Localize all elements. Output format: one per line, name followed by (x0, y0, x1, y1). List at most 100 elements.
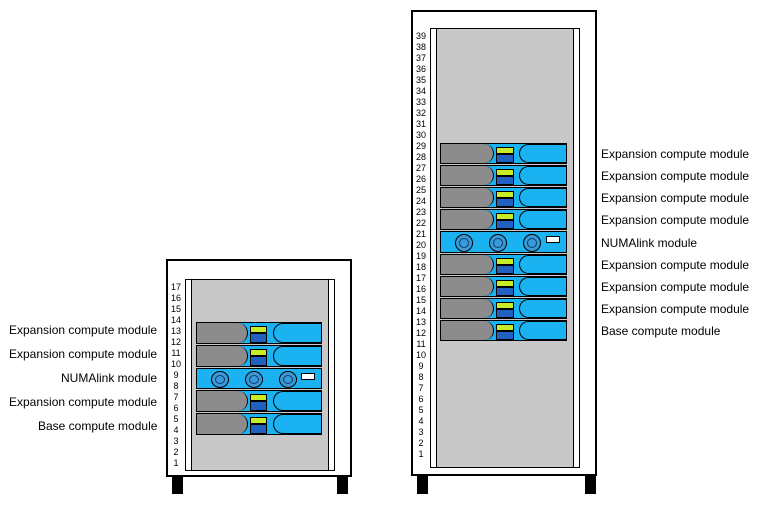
small-rack-unit-number: 12 (170, 337, 181, 347)
status-badge (496, 331, 514, 340)
status-badge (496, 287, 514, 296)
small-rack-unit-number: 1 (173, 458, 179, 468)
small-rack-unit-number: 4 (173, 425, 179, 435)
small-rack-left-foot (172, 477, 183, 494)
small-rack-unit-number: 16 (170, 293, 181, 303)
port-icon (546, 236, 560, 243)
small-rack-unit-number: 6 (173, 403, 179, 413)
small-expansion-module-1 (196, 322, 322, 344)
status-badge (496, 220, 514, 229)
lcd-display (496, 191, 514, 198)
status-badge (496, 154, 514, 163)
status-badge (250, 333, 267, 343)
tall-label-7: Expansion compute module (601, 280, 750, 294)
tall-rack-unit-number: 20 (415, 240, 426, 250)
tall-rack-unit-number: 28 (415, 152, 426, 162)
lcd-display (250, 417, 267, 424)
tall-rack-unit-number: 8 (418, 372, 424, 382)
tall-label-1: Expansion compute module (601, 147, 750, 161)
tall-expansion-module-3 (440, 187, 567, 208)
tall-expansion-module-7 (440, 298, 567, 319)
tall-expansion-module-2 (440, 165, 567, 186)
tall-rack-left-rail (430, 28, 437, 468)
tall-base-module (440, 320, 567, 341)
tall-rack-unit-number: 21 (415, 229, 426, 239)
small-label-1: Expansion compute module (9, 323, 158, 337)
tall-rack-unit-number: 34 (415, 86, 426, 96)
fan-icon (211, 371, 229, 388)
tall-label-9: Base compute module (601, 324, 721, 338)
tall-label-2: Expansion compute module (601, 169, 750, 183)
small-rack-left-rail (185, 279, 192, 471)
fan-icon (455, 234, 473, 252)
small-expansion-module-2 (196, 345, 322, 367)
tall-rack-unit-number: 17 (415, 273, 426, 283)
tall-rack-unit-number: 16 (415, 284, 426, 294)
small-rack-unit-number: 17 (170, 282, 181, 292)
small-expansion-module-3 (196, 390, 322, 412)
tall-label-6: Expansion compute module (601, 258, 750, 272)
fan-icon (489, 234, 507, 252)
tall-rack-unit-number: 1 (418, 449, 424, 459)
tall-rack-unit-number: 29 (415, 141, 426, 151)
lcd-display (496, 280, 514, 287)
tall-rack-right-rail (573, 28, 580, 468)
tall-rack-unit-number: 37 (415, 53, 426, 63)
small-numalink-module (196, 368, 322, 389)
small-rack-unit-number: 13 (170, 326, 181, 336)
small-label-4: Expansion compute module (9, 395, 158, 409)
small-rack-unit-number: 3 (173, 436, 179, 446)
tall-rack-unit-number: 6 (418, 394, 424, 404)
tall-rack-unit-number: 22 (415, 218, 426, 228)
status-badge (250, 424, 267, 434)
tall-label-4: Expansion compute module (601, 213, 750, 227)
lcd-display (496, 147, 514, 154)
lcd-display (496, 302, 514, 309)
tall-expansion-module-4 (440, 209, 567, 230)
status-badge (250, 401, 267, 411)
tall-rack-unit-number: 39 (415, 31, 426, 41)
lcd-display (250, 394, 267, 401)
tall-rack-unit-number: 25 (415, 185, 426, 195)
small-label-5: Base compute module (38, 419, 158, 433)
lcd-display (250, 326, 267, 333)
tall-rack-left-foot (417, 476, 428, 494)
lcd-display (496, 213, 514, 220)
small-rack-unit-number: 14 (170, 315, 181, 325)
small-rack-unit-number: 15 (170, 304, 181, 314)
fan-icon (245, 371, 263, 388)
tall-rack-unit-number: 12 (415, 328, 426, 338)
tall-rack-unit-number: 30 (415, 130, 426, 140)
tall-rack-unit-number: 19 (415, 251, 426, 261)
tall-expansion-module-5 (440, 254, 567, 275)
status-badge (496, 309, 514, 318)
small-rack-unit-number: 8 (173, 381, 179, 391)
tall-rack-unit-number: 14 (415, 306, 426, 316)
tall-rack-unit-number: 38 (415, 42, 426, 52)
tall-rack-unit-number: 26 (415, 174, 426, 184)
status-badge (250, 356, 267, 366)
tall-rack-unit-number: 5 (418, 405, 424, 415)
small-rack-right-rail (328, 279, 335, 471)
tall-rack-unit-number: 36 (415, 64, 426, 74)
status-badge (496, 176, 514, 185)
small-rack-unit-number: 2 (173, 447, 179, 457)
small-label-2: Expansion compute module (9, 347, 158, 361)
tall-rack-unit-number: 7 (418, 383, 424, 393)
status-badge (496, 198, 514, 207)
lcd-display (496, 258, 514, 265)
small-rack-unit-number: 5 (173, 414, 179, 424)
tall-rack-unit-number: 24 (415, 196, 426, 206)
tall-rack-unit-number: 13 (415, 317, 426, 327)
small-rack-right-foot (337, 477, 348, 494)
tall-rack-unit-number: 11 (416, 339, 426, 349)
tall-rack-unit-number: 32 (415, 108, 426, 118)
small-label-3: NUMAlink module (61, 371, 158, 385)
fan-icon (279, 371, 297, 388)
tall-rack-unit-number: 4 (418, 416, 424, 426)
status-badge (496, 265, 514, 274)
small-rack-unit-number: 9 (173, 370, 179, 380)
tall-label-3: Expansion compute module (601, 191, 750, 205)
